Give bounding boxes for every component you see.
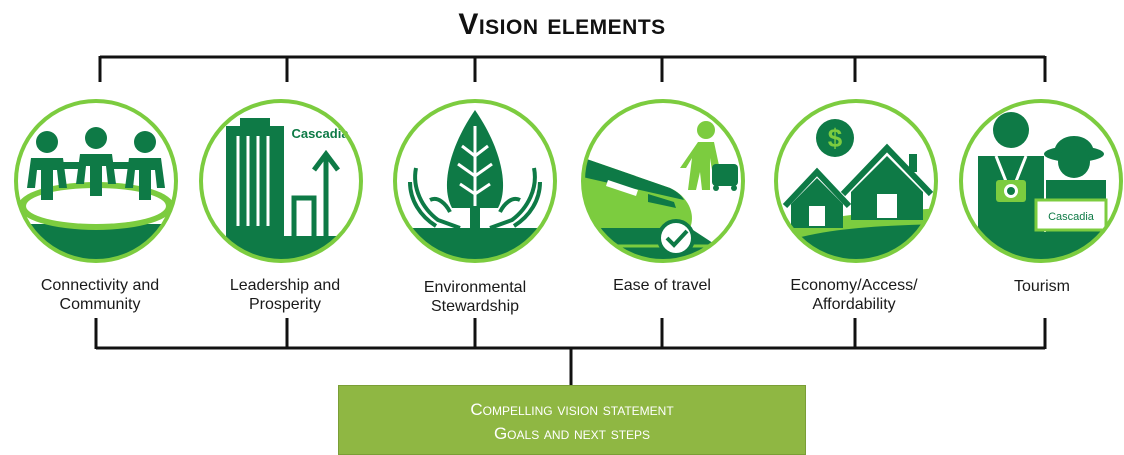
train-traveler-icon <box>581 99 745 263</box>
outcome-vision-statement: Compelling vision statement <box>470 400 674 419</box>
caption-line: Environmental <box>423 279 527 296</box>
caption-line: Ease of travel <box>613 277 711 294</box>
element-caption-connectivity: Connectivity and Community <box>5 276 195 314</box>
caption-line: Tourism <box>1013 278 1070 295</box>
skyline-sign-text: Cascadia <box>291 126 349 141</box>
tourists-map-icon: Cascadia <box>959 99 1123 263</box>
tourism-map-text: Cascadia <box>1048 211 1095 223</box>
people-community-icon <box>14 99 178 263</box>
element-caption-ease-of-travel: Ease of travel <box>567 276 757 295</box>
caption-line: Stewardship <box>430 298 520 315</box>
caption-line: Affordability <box>812 296 896 313</box>
caption-line: Economy/Access/ <box>790 277 918 294</box>
element-caption-tourism: Tourism <box>947 277 1124 296</box>
element-caption-leadership: Leadership and Prosperity <box>190 276 380 314</box>
outcome-goals: Goals and next steps <box>493 424 651 443</box>
caption-line: Connectivity and <box>40 277 160 294</box>
element-caption-economy: Economy/Access/ Affordability <box>759 276 949 314</box>
diagram-title: Vision elements <box>458 8 666 41</box>
cascadia-skyline-icon: Cascadia <box>199 99 363 263</box>
tree-hands-icon <box>393 99 557 263</box>
caption-line: Leadership and <box>229 277 341 294</box>
element-caption-environmental: Environmental Stewardship <box>380 278 570 316</box>
outcome-box: Compelling vision statement Goals and ne… <box>338 385 806 455</box>
caption-line: Community <box>59 296 141 313</box>
svg-text:$: $ <box>828 123 843 153</box>
houses-dollar-icon: $ <box>774 99 938 263</box>
caption-line: Prosperity <box>248 296 322 313</box>
